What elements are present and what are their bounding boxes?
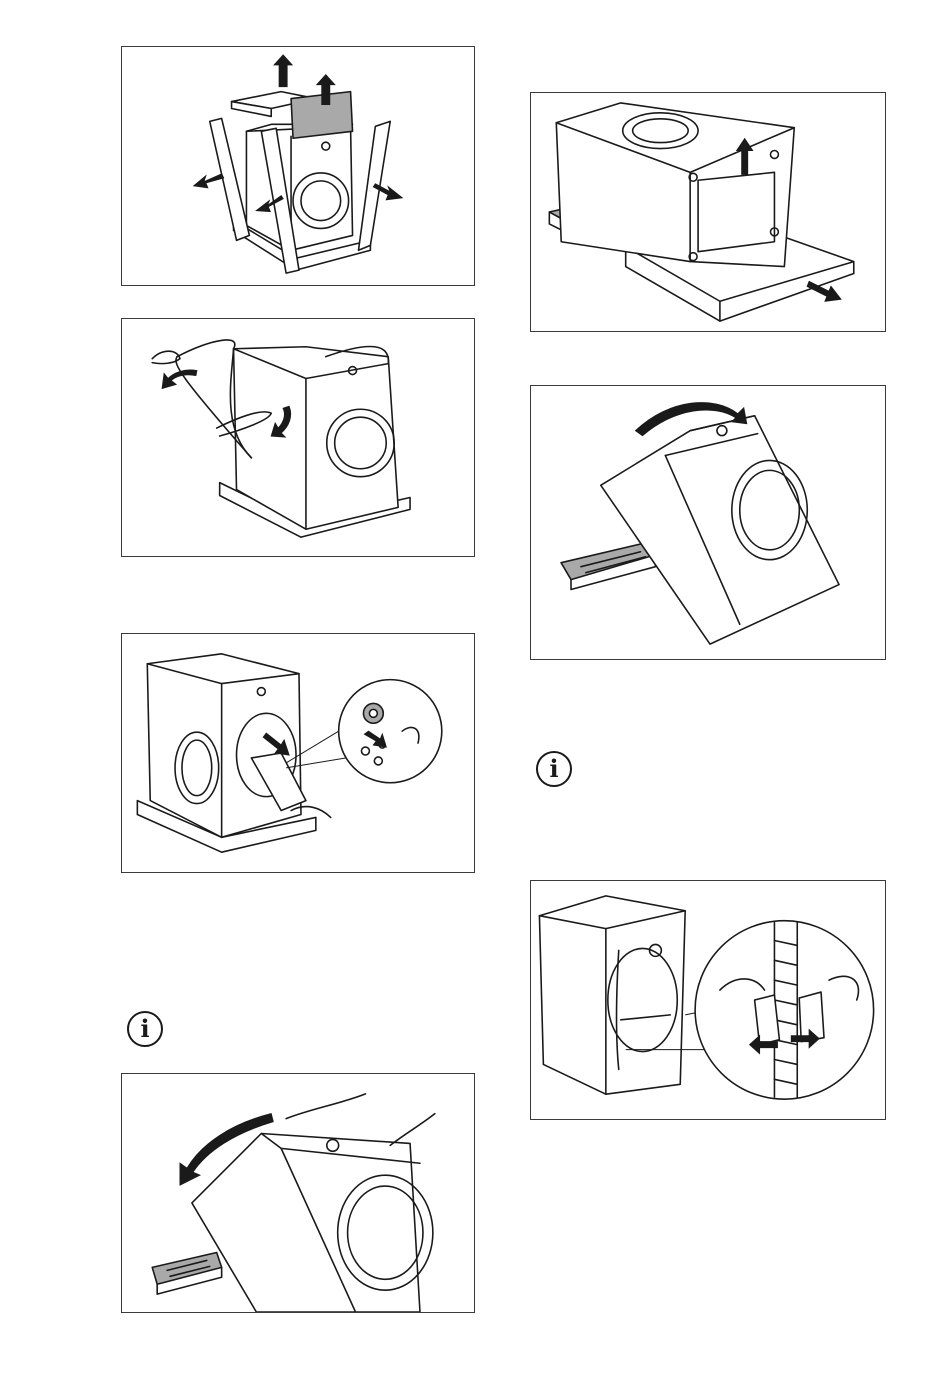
remove-plastic-cover-illustration [121,318,475,557]
tilt-machine-back-illustration [121,1073,475,1313]
remove-packaging-illustration [121,46,475,286]
release-hose-clamp-illustration [530,880,886,1120]
remove-accessory-bag-illustration [121,633,475,873]
lift-off-base-illustration [530,92,886,332]
info-icon: i [536,751,572,787]
info-icon: i [127,1011,163,1047]
tilt-machine-side-illustration [530,385,886,660]
